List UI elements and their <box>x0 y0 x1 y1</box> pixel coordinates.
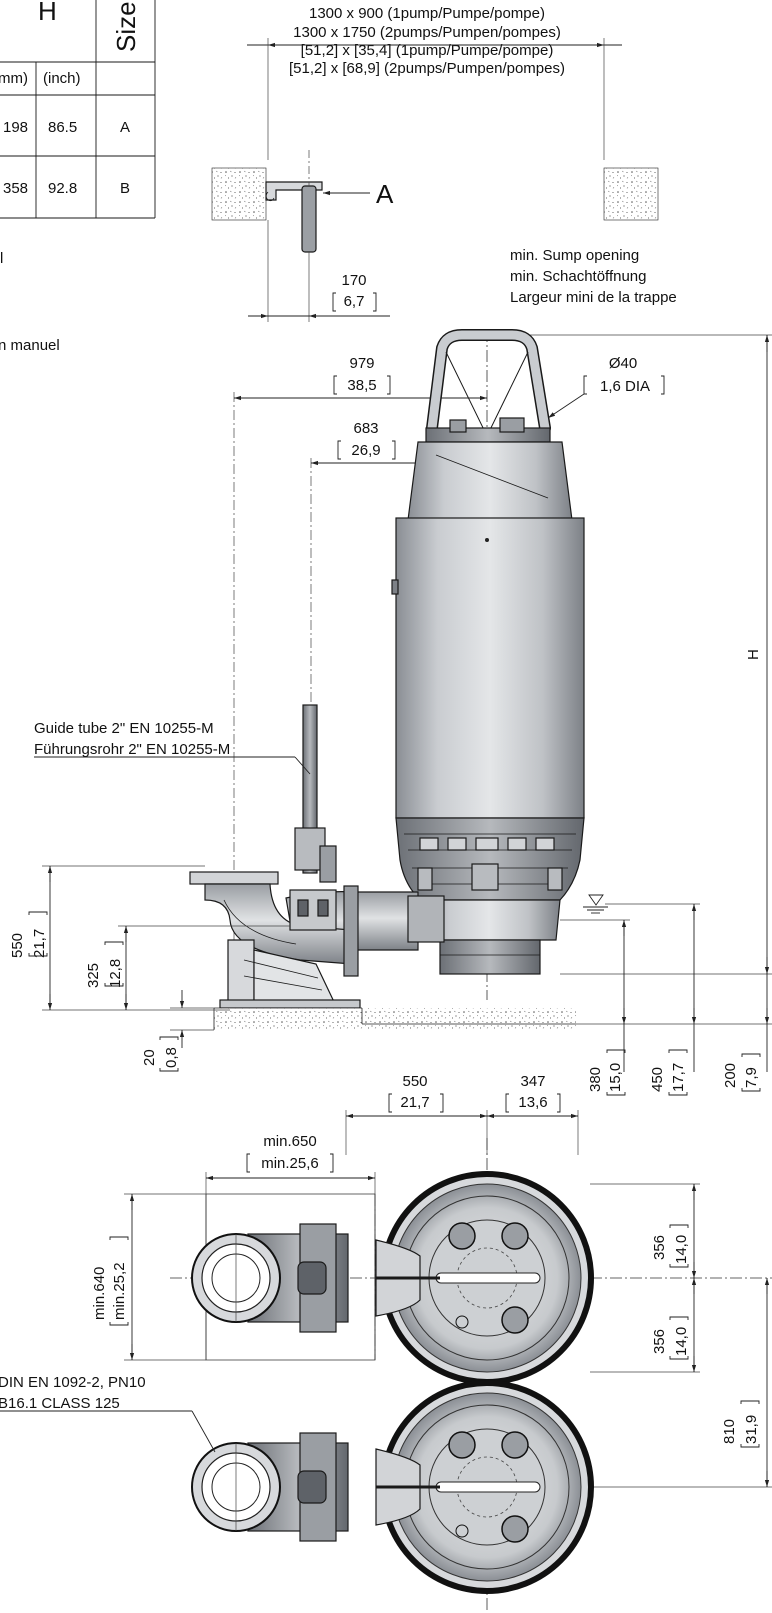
dim-dia-mm: Ø40 <box>609 355 637 372</box>
sump-opening-line-2: min. Schachtöffnung <box>510 268 646 285</box>
sump-width-line-3: [51,2] x [35,4] (1pump/Pumpe/pompe) <box>301 42 554 59</box>
dim-683-inch: 26,9 <box>351 442 380 459</box>
sump-width-line-4: [51,2] x [68,9] (2pumps/Pumpen/pompes) <box>289 60 565 77</box>
sump-wall-right <box>603 167 659 221</box>
dimension-diameter: Ø40 1,6 DIA <box>547 355 665 419</box>
dimension-325: 325 12,8 <box>85 925 290 1010</box>
sump-width-line-1: 1300 x 900 (1pump/Pumpe/pompe) <box>309 5 545 22</box>
duckfoot-stand <box>219 939 361 1009</box>
guide-bracket-detail: A <box>265 150 394 253</box>
sump-wall-left <box>211 167 267 221</box>
dim-650-inch: min.25,6 <box>261 1155 319 1172</box>
sump-opening-line-1: min. Sump opening <box>510 247 639 264</box>
dim-20-inch: 0,8 <box>163 1047 180 1068</box>
table-row-1-inch: 86.5 <box>48 119 77 136</box>
plan-view-connector-1 <box>375 1239 440 1317</box>
sump-opening-line-3: Largeur mini de la trappe <box>510 289 677 306</box>
dim-356b-mm: 356 <box>651 1329 668 1354</box>
dim-380-mm: 380 <box>587 1067 604 1092</box>
dimension-347: 347 13,6 <box>487 1073 578 1119</box>
detail-a-label: A <box>376 179 394 209</box>
flange-note-line-2: B16.1 CLASS 125 <box>0 1395 120 1412</box>
dim-640-mm: min.640 <box>91 1267 108 1320</box>
dim-dia-inch: 1,6 DIA <box>600 378 650 395</box>
dim-650-mm: min.650 <box>263 1133 316 1150</box>
table-col-inch: (inch) <box>43 70 81 87</box>
guide-tube-note: Guide tube 2" EN 10255-M Führungsrohr 2"… <box>34 720 311 775</box>
dimension-450: 450 17,7 <box>605 903 700 1096</box>
table-row-1-mm: 198 <box>3 119 28 136</box>
dim-810-inch: 31,9 <box>743 1415 760 1444</box>
dimension-170: 170 6,7 <box>248 220 390 322</box>
dim-356a-mm: 356 <box>651 1235 668 1260</box>
dim-979-inch: 38,5 <box>347 377 376 394</box>
dimension-h: H <box>494 334 772 975</box>
dim-979-mm: 979 <box>349 355 374 372</box>
dim-347-mm: 347 <box>520 1073 545 1090</box>
table-row-2-inch: 92.8 <box>48 180 77 197</box>
guide-tube-line-1: Guide tube 2" EN 10255-M <box>34 720 214 737</box>
table-header-size: Size <box>111 1 141 52</box>
dimension-380: 380 15,0 <box>560 919 630 1096</box>
dimension-550-vertical: 550 21,7 <box>9 865 230 1011</box>
dim-450-mm: 450 <box>649 1067 666 1092</box>
flange-note-line-1: DIN EN 1092-2, PN10 <box>0 1374 146 1391</box>
table-col-mm: mm) <box>0 70 28 87</box>
water-level-symbol <box>583 894 608 914</box>
dimension-640: min.640 min.25,2 <box>91 1193 206 1361</box>
dim-h-label: H <box>745 649 762 660</box>
table-row-1-size: A <box>120 119 130 136</box>
motor-housing <box>391 517 585 819</box>
dim-810-mm: 810 <box>721 1419 738 1444</box>
plan-view-duckfoot-1 <box>191 1223 349 1333</box>
table-row-2-mm: 358 <box>3 180 28 197</box>
flange-note: DIN EN 1092-2, PN10 B16.1 CLASS 125 <box>0 1374 216 1453</box>
sump-opening-note: min. Sump opening min. Schachtöffnung La… <box>510 247 677 306</box>
dim-683-mm: 683 <box>353 420 378 437</box>
plan-view-duckfoot-2 <box>191 1432 349 1542</box>
sump-width-line-2: 1300 x 1750 (2pumps/Pumpen/pompes) <box>293 24 561 41</box>
guide-tube <box>294 704 337 883</box>
size-table: H Size mm) (inch) 198 86.5 A 358 92.8 B … <box>0 0 156 354</box>
dim-450-inch: 17,7 <box>670 1063 687 1092</box>
dim-170-mm: 170 <box>341 272 366 289</box>
duckfoot-bend <box>189 871 359 977</box>
dim-550h-inch: 21,7 <box>400 1094 429 1111</box>
sump-floor <box>213 1007 576 1030</box>
dim-170-inch: 6,7 <box>344 293 365 310</box>
dim-550v-mm: 550 <box>9 933 26 958</box>
dim-325-mm: 325 <box>85 963 102 988</box>
plan-view-connector-2 <box>375 1448 440 1526</box>
dim-200-mm: 200 <box>722 1063 739 1088</box>
dim-380-inch: 15,0 <box>607 1063 624 1092</box>
plan-view-pump-2 <box>380 1380 594 1594</box>
table-row-2-size: B <box>120 180 130 197</box>
guide-tube-line-2: Führungsrohr 2" EN 10255-M <box>34 741 230 758</box>
dim-550h-mm: 550 <box>402 1073 427 1090</box>
dim-640-inch: min.25,2 <box>111 1262 128 1320</box>
dim-20-mm: 20 <box>141 1049 158 1066</box>
dimension-356-lower: 356 14,0 <box>590 1278 700 1373</box>
lifting-handle <box>426 329 551 438</box>
dim-356b-inch: 14,0 <box>673 1327 690 1356</box>
table-header-h: H <box>38 0 57 26</box>
dimension-810: 810 31,9 <box>580 1278 772 1488</box>
dim-356a-inch: 14,0 <box>673 1235 690 1264</box>
dim-550v-inch: 21,7 <box>31 929 48 958</box>
sump-width-dimension: 1300 x 900 (1pump/Pumpe/pompe) 1300 x 17… <box>247 5 622 160</box>
table-note-1: l <box>0 250 3 267</box>
dim-347-inch: 13,6 <box>518 1094 547 1111</box>
pump-lower-housing <box>395 817 585 975</box>
dimension-20: 20 0,8 <box>141 990 214 1072</box>
dim-200-inch: 7,9 <box>743 1067 760 1088</box>
dim-325-inch: 12,8 <box>107 959 124 988</box>
dimension-200: 200 7,9 <box>700 974 772 1092</box>
plan-view-pump-1 <box>380 1171 594 1385</box>
dimension-683: 683 26,9 <box>310 420 487 760</box>
table-note-2: n manuel <box>0 337 60 354</box>
motor-top-cap <box>407 417 573 521</box>
dimension-356-upper: 356 14,0 <box>590 1183 700 1278</box>
